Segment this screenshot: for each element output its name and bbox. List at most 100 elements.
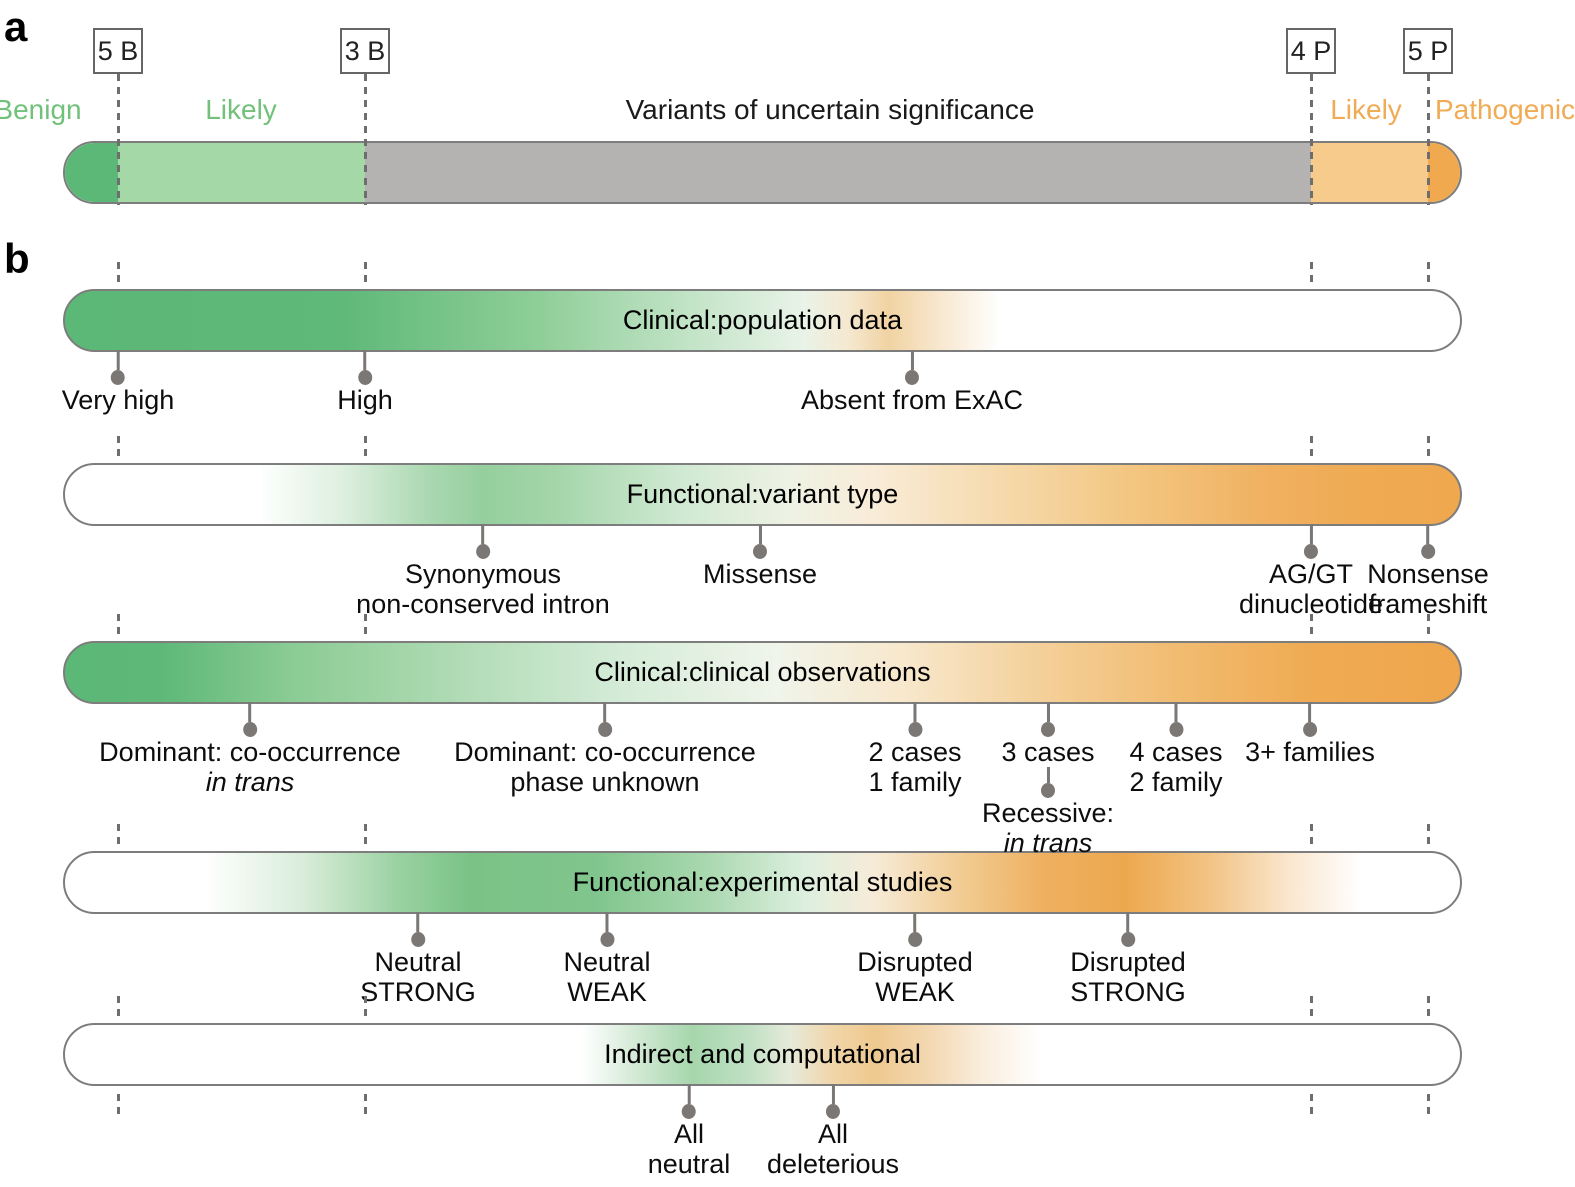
bar-title-indirect-and-computational: Indirect and computational [604, 1039, 921, 1069]
marker-3+-families: 3+ families [1245, 702, 1375, 767]
marker-label: Neutral [563, 947, 651, 977]
marker-label: 3+ families [1245, 737, 1375, 767]
panel-a-label: a [4, 3, 28, 50]
threshold-dashed-line [1426, 1094, 1430, 1114]
marker-dot [904, 370, 919, 385]
marker-stem [910, 350, 914, 370]
marker-dot [908, 722, 922, 737]
marker-label: Dominant: co-occurrence [99, 737, 401, 767]
marker-label: Dominant: co-occurrence [454, 737, 756, 767]
marker-stem [416, 912, 420, 932]
marker-label: Absent from ExAC [800, 385, 1024, 415]
marker-stem [481, 524, 485, 544]
threshold-dashed-line [1426, 436, 1430, 462]
marker-dot [1303, 722, 1317, 737]
marker-dot [1421, 544, 1435, 559]
marker-label: in trans [1003, 828, 1093, 858]
threshold-box-4-p: 4 P [1286, 28, 1336, 74]
marker-stem [603, 702, 607, 722]
threshold-dashed-line [1426, 74, 1430, 205]
zone-label-pathogenic: Pathogenic [1434, 94, 1575, 125]
marker-label: All [673, 1119, 704, 1149]
zone-label-likely: Likely [205, 94, 277, 125]
marker-stem [913, 702, 917, 722]
threshold-dashed-line [116, 436, 120, 462]
marker-label: High [337, 385, 393, 415]
panel-b-label: b [4, 235, 30, 282]
threshold-dashed-line [363, 614, 367, 640]
threshold-dashed-line [116, 614, 120, 640]
marker-dot [1169, 722, 1183, 737]
classification-scale-bar [63, 141, 1462, 204]
marker-label: 3 cases [1001, 737, 1095, 767]
marker-dot [110, 370, 125, 385]
marker-stem [1426, 524, 1430, 544]
marker-stem [248, 702, 252, 722]
marker-stem [363, 350, 367, 370]
threshold-dashed-line [1309, 996, 1313, 1022]
marker-dot [358, 370, 372, 385]
marker-stem [1046, 767, 1050, 783]
threshold-dashed-line [363, 824, 367, 850]
marker-label: Neutral [374, 947, 462, 977]
marker-stem [1126, 912, 1130, 932]
threshold-dashed-line [1309, 824, 1313, 850]
marker-dot [682, 1104, 696, 1119]
marker-label: in trans [205, 767, 295, 797]
threshold-dashed-line [363, 436, 367, 462]
threshold-dashed-line [116, 1094, 120, 1114]
marker-stem [1309, 524, 1313, 544]
threshold-dashed-line [116, 824, 120, 850]
marker-high: High [337, 350, 393, 415]
scale-segment-benign [65, 143, 120, 202]
threshold-dashed-line [363, 1094, 367, 1114]
threshold-dashed-line [116, 74, 120, 205]
scale-segment-pathogenic [1428, 143, 1460, 202]
evidence-bar-functional-experimental-studies: Functional:experimental studies [63, 851, 1462, 914]
marker-dot [1040, 783, 1055, 798]
marker-dot [410, 932, 425, 947]
scale-segment-likely-benign [118, 143, 367, 202]
marker-label: Nonsense [1367, 559, 1489, 589]
marker-label: 4 cases [1129, 737, 1223, 767]
marker-label: Recessive: [981, 798, 1115, 828]
marker-label: Synonymous [404, 559, 562, 589]
zone-label-benign: Benign [0, 94, 82, 125]
marker-label: Disrupted [1070, 947, 1186, 977]
marker-missense: Missense [703, 524, 817, 589]
evidence-bar-clinical-population-data: Clinical:population data [63, 289, 1462, 352]
marker-stem [1174, 702, 1178, 722]
threshold-dashed-line [1426, 824, 1430, 850]
marker-dot [908, 932, 922, 947]
evidence-bar-indirect-and-computational: Indirect and computational [63, 1023, 1462, 1086]
marker-stem [687, 1084, 691, 1104]
scale-segment-uncertain-significance [365, 143, 1313, 202]
marker-dot [1121, 932, 1135, 947]
threshold-dashed-line [1309, 262, 1313, 288]
threshold-dashed-line [1426, 614, 1430, 640]
marker-dot [599, 932, 614, 947]
threshold-dashed-line [363, 262, 367, 288]
marker-dot [242, 722, 257, 737]
marker-dot [597, 722, 612, 737]
marker-label: AG/GT [1268, 559, 1353, 589]
marker-stem [605, 912, 609, 932]
bar-title-clinical-clinical-observations: Clinical:clinical observations [594, 657, 931, 687]
marker-label: Missense [702, 559, 818, 589]
threshold-box-5-p: 5 P [1403, 28, 1453, 74]
marker-label: 1 family [868, 767, 962, 797]
marker-absent-from-exac: Absent from ExAC [801, 350, 1023, 415]
marker-dot [1040, 722, 1055, 737]
marker-label: non-conserved intron [356, 589, 610, 619]
